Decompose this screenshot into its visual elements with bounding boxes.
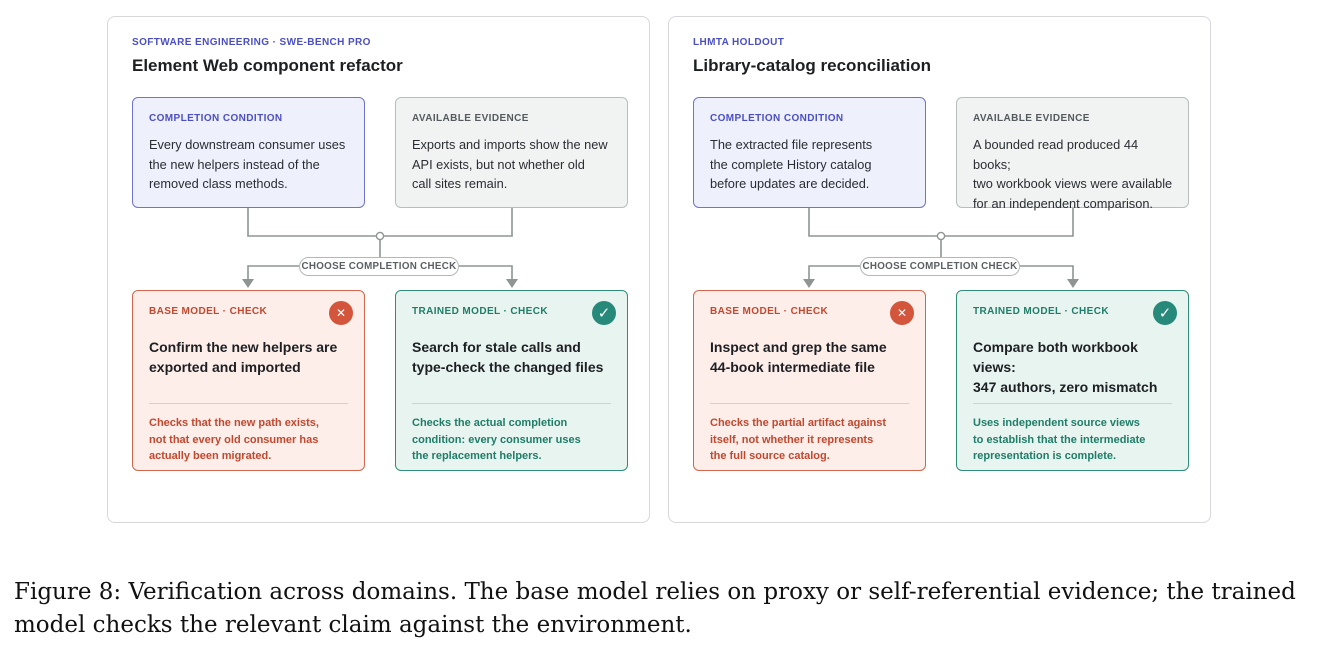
body-line: two workbook views were available [973, 176, 1173, 192]
card-divider [973, 403, 1172, 404]
headline-line: Confirm the new helpers are [149, 339, 338, 355]
check-note: Checks the actual completion condition: … [412, 415, 617, 465]
note-line: the full source catalog. [710, 450, 830, 462]
check-headline: Search for stale calls and type-check th… [412, 337, 617, 377]
card-label: TRAINED MODEL · CHECK [973, 306, 1109, 317]
body-line: for an independent comparison. [973, 195, 1153, 211]
caption-line: model checks the relevant claim against … [14, 612, 692, 638]
note-line: condition: every consumer uses [412, 433, 581, 446]
check-note: Checks the partial artifact against itse… [710, 415, 915, 465]
figure-caption: Figure 8: Verification across domains. T… [14, 576, 1314, 642]
card-divider [412, 403, 611, 404]
card-body: A bounded read produced 44 books; two wo… [973, 135, 1178, 213]
note-line: not that every old consumer has [149, 433, 319, 446]
panel-title: Element Web component refactor [132, 56, 403, 75]
headline-line: 347 authors, zero mismatch [973, 379, 1158, 395]
card-divider [710, 403, 909, 404]
check-headline: Inspect and grep the same 44-book interm… [710, 337, 915, 377]
headline-line: exported and imported [149, 359, 301, 375]
card-body: Exports and imports show the new API exi… [412, 135, 617, 194]
check-note: Checks that the new path exists, not tha… [149, 415, 354, 465]
headline-line: type-check the changed files [412, 359, 604, 375]
check-note: Uses independent source views to establi… [973, 415, 1178, 465]
base-model-check-card: BASE MODEL · CHECK ✕ Inspect and grep th… [693, 290, 926, 471]
body-line: Exports and imports show the new [412, 137, 608, 152]
completion-condition-card: COMPLETION CONDITION Every downstream co… [132, 97, 365, 208]
headline-line: Compare both workbook views: [973, 339, 1138, 375]
card-divider [149, 403, 348, 404]
panel-swe-bench: SOFTWARE ENGINEERING · SWE-BENCH PRO Ele… [107, 16, 650, 523]
card-body: Every downstream consumer uses the new h… [149, 135, 354, 194]
card-label: COMPLETION CONDITION [710, 113, 844, 124]
note-line: Checks the partial artifact against [710, 417, 887, 429]
note-line: itself, not whether it represents [710, 433, 874, 446]
card-label: TRAINED MODEL · CHECK [412, 306, 548, 317]
note-line: the replacement helpers. [412, 450, 542, 462]
pass-check-icon: ✓ [592, 301, 616, 325]
card-body: The extracted file represents the comple… [710, 135, 915, 194]
card-label: COMPLETION CONDITION [149, 113, 283, 124]
headline-line: Inspect and grep the same [710, 339, 887, 355]
fail-x-icon: ✕ [329, 301, 353, 325]
note-line: Checks the actual completion [412, 417, 568, 429]
trained-model-check-card: TRAINED MODEL · CHECK ✓ Compare both wor… [956, 290, 1189, 471]
completion-condition-card: COMPLETION CONDITION The extracted file … [693, 97, 926, 208]
card-label: BASE MODEL · CHECK [710, 306, 829, 317]
body-line: the new helpers instead of the [149, 156, 320, 172]
body-line: Every downstream consumer uses [149, 137, 346, 152]
trained-model-check-card: TRAINED MODEL · CHECK ✓ Search for stale… [395, 290, 628, 471]
connector-lines [242, 208, 518, 288]
body-line: before updates are decided. [710, 176, 870, 192]
body-line: A bounded read produced 44 books; [973, 137, 1139, 172]
body-line: call sites remain. [412, 176, 508, 192]
available-evidence-card: AVAILABLE EVIDENCE Exports and imports s… [395, 97, 628, 208]
available-evidence-card: AVAILABLE EVIDENCE A bounded read produc… [956, 97, 1189, 211]
note-line: Checks that the new path exists, [149, 417, 319, 429]
fail-x-icon: ✕ [890, 301, 914, 325]
base-model-check-card: BASE MODEL · CHECK ✕ Confirm the new hel… [132, 290, 365, 471]
note-line: to establish that the intermediate [973, 433, 1146, 446]
note-line: actually been migrated. [149, 450, 272, 462]
caption-line: Figure 8: Verification across domains. T… [14, 579, 1296, 605]
body-line: The extracted file represents [710, 137, 873, 152]
check-headline: Compare both workbook views: 347 authors… [973, 337, 1178, 397]
body-line: API exists, but not whether old [412, 156, 585, 172]
card-label: AVAILABLE EVIDENCE [412, 113, 529, 124]
card-label: BASE MODEL · CHECK [149, 306, 268, 317]
panel-eyebrow: SOFTWARE ENGINEERING · SWE-BENCH PRO [132, 37, 371, 48]
arrow-head-left [242, 279, 254, 288]
pass-check-icon: ✓ [1153, 301, 1177, 325]
connector-lines [803, 208, 1079, 288]
junction-node [375, 231, 385, 241]
headline-line: Search for stale calls and [412, 339, 581, 355]
choose-completion-check-pill: CHOOSE COMPLETION CHECK [860, 257, 1020, 276]
headline-line: 44-book intermediate file [710, 359, 875, 375]
panel-title: Library-catalog reconciliation [693, 56, 932, 75]
card-label: AVAILABLE EVIDENCE [973, 113, 1090, 124]
choose-completion-check-pill: CHOOSE COMPLETION CHECK [299, 257, 459, 276]
arrow-head-right [506, 279, 518, 288]
note-line: Uses independent source views [973, 417, 1140, 429]
panel-eyebrow: LHMTA HOLDOUT [693, 37, 785, 48]
panel-lhmta-holdout: LHMTA HOLDOUT Library-catalog reconcilia… [668, 16, 1211, 523]
arrow-head-left [803, 279, 815, 288]
check-headline: Confirm the new helpers are exported and… [149, 337, 354, 377]
arrow-head-right [1067, 279, 1079, 288]
body-line: removed class methods. [149, 176, 288, 192]
body-line: the complete History catalog [710, 156, 872, 172]
note-line: representation is complete. [973, 450, 1117, 462]
junction-node [936, 231, 946, 241]
